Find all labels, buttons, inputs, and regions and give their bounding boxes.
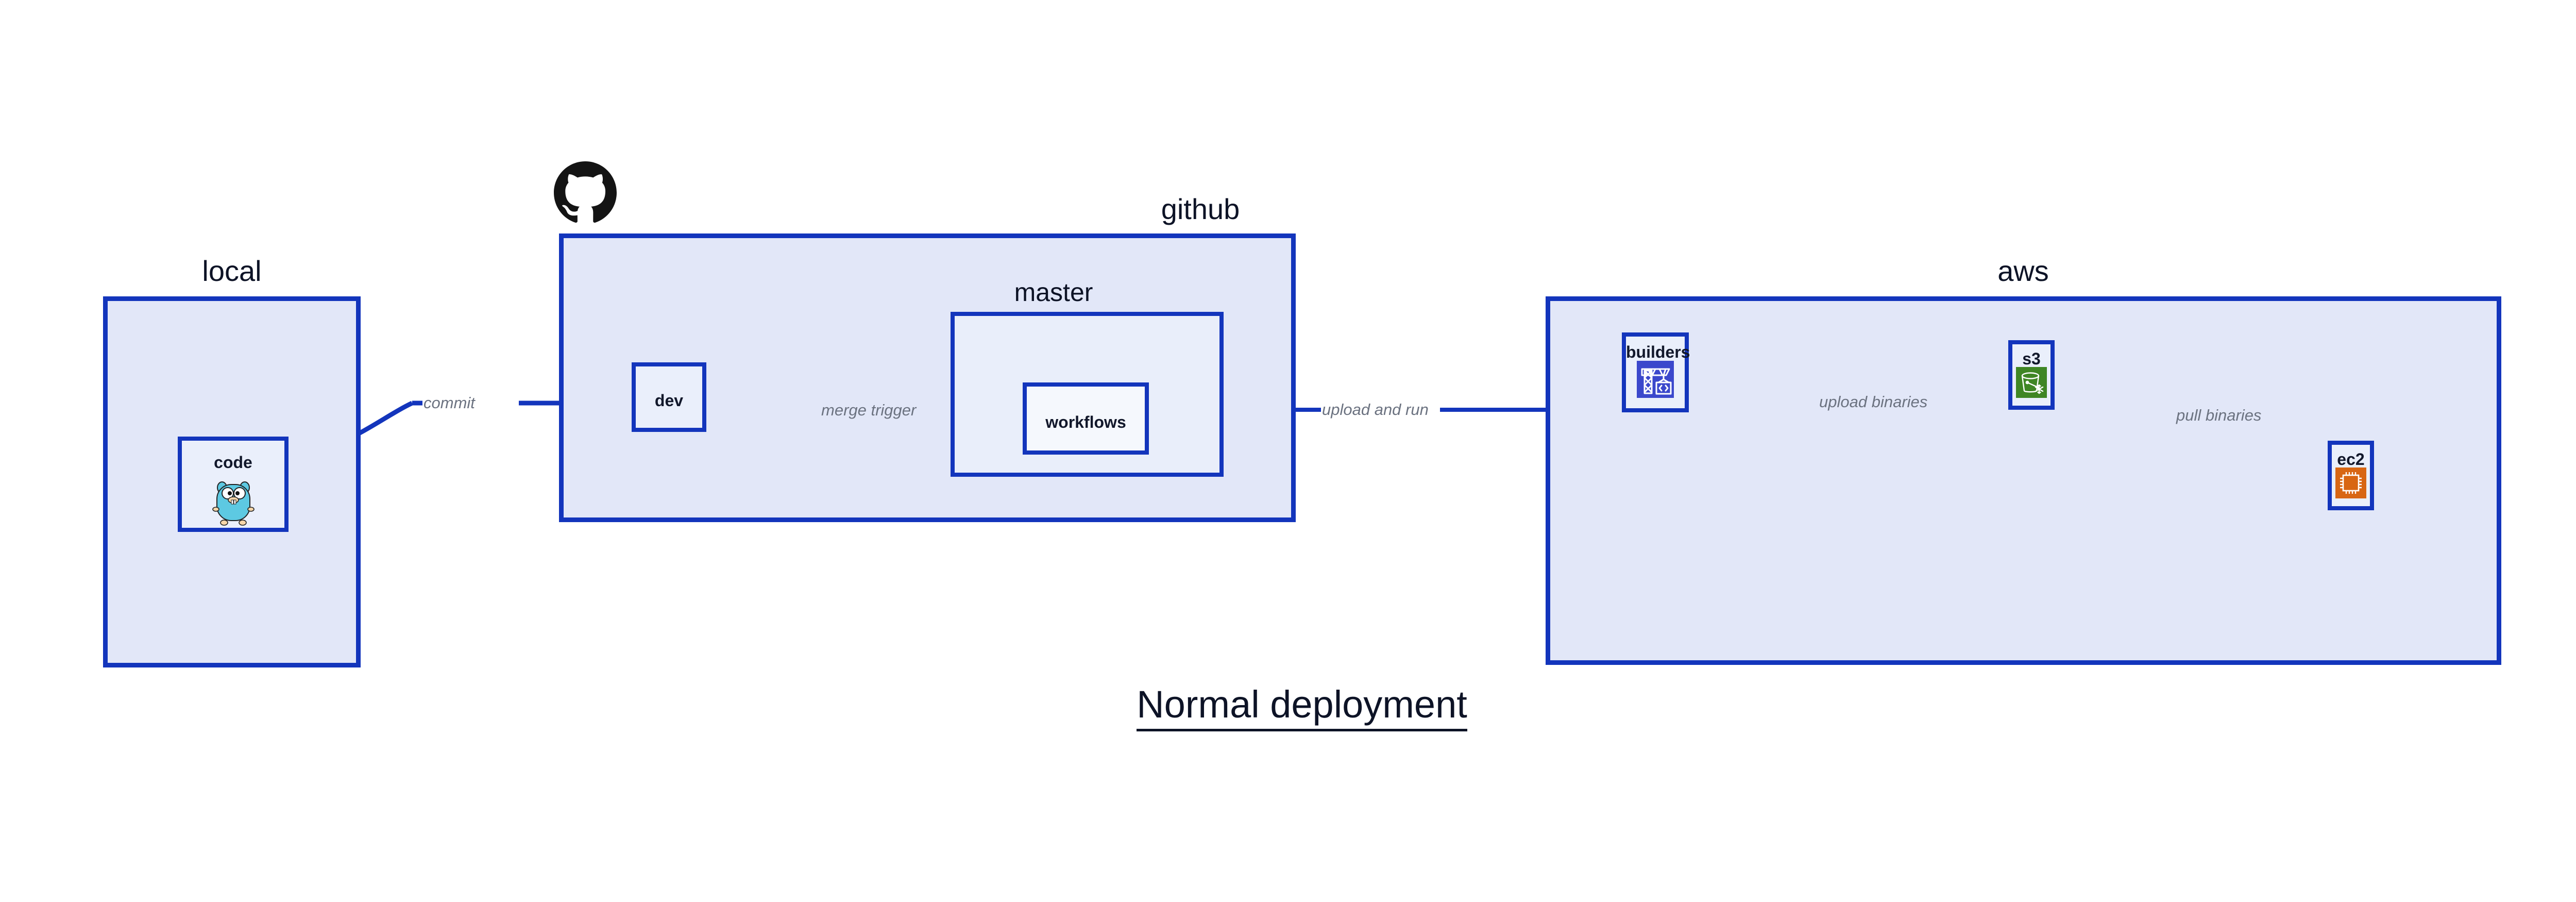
aws-ec2-chip-icon [2335, 467, 2366, 498]
aws-s3-bucket-icon [2016, 367, 2047, 398]
edge-label-upload-binaries: upload binaries [1819, 393, 1928, 411]
node-code[interactable]: code [178, 437, 289, 532]
node-label-dev: dev [654, 391, 684, 410]
group-label-aws: aws [1997, 255, 2049, 287]
aws-codebuild-icon [1637, 361, 1674, 398]
node-dev[interactable]: dev [632, 362, 706, 432]
group-label-github: github [1161, 193, 1240, 225]
go-gopher-icon [212, 479, 255, 527]
node-s3[interactable]: s3 [2008, 340, 2055, 410]
edge-label-merge-trigger: merge trigger [821, 401, 917, 419]
group-label-local: local [202, 255, 262, 287]
node-label-ec2: ec2 [2337, 450, 2365, 469]
edge-label-upload-and-run: upload and run [1322, 400, 1429, 419]
node-label-s3: s3 [2022, 349, 2041, 368]
node-ec2[interactable]: ec2 [2328, 441, 2374, 510]
edge-label-commit: commit [423, 394, 475, 412]
edge-label-pull-binaries: pull binaries [2176, 406, 2262, 424]
diagram-title: Normal deployment [0, 683, 2576, 731]
node-workflows[interactable]: workflows [1023, 382, 1149, 455]
diagram-title-text: Normal deployment [1137, 683, 1467, 731]
node-label-workflows: workflows [1045, 413, 1126, 431]
node-label-builders: builders [1626, 343, 1690, 361]
group-label-master: master [1014, 278, 1093, 307]
node-label-code: code [214, 453, 252, 472]
github-octocat-icon [554, 161, 617, 224]
node-builders[interactable]: builders [1622, 332, 1690, 412]
